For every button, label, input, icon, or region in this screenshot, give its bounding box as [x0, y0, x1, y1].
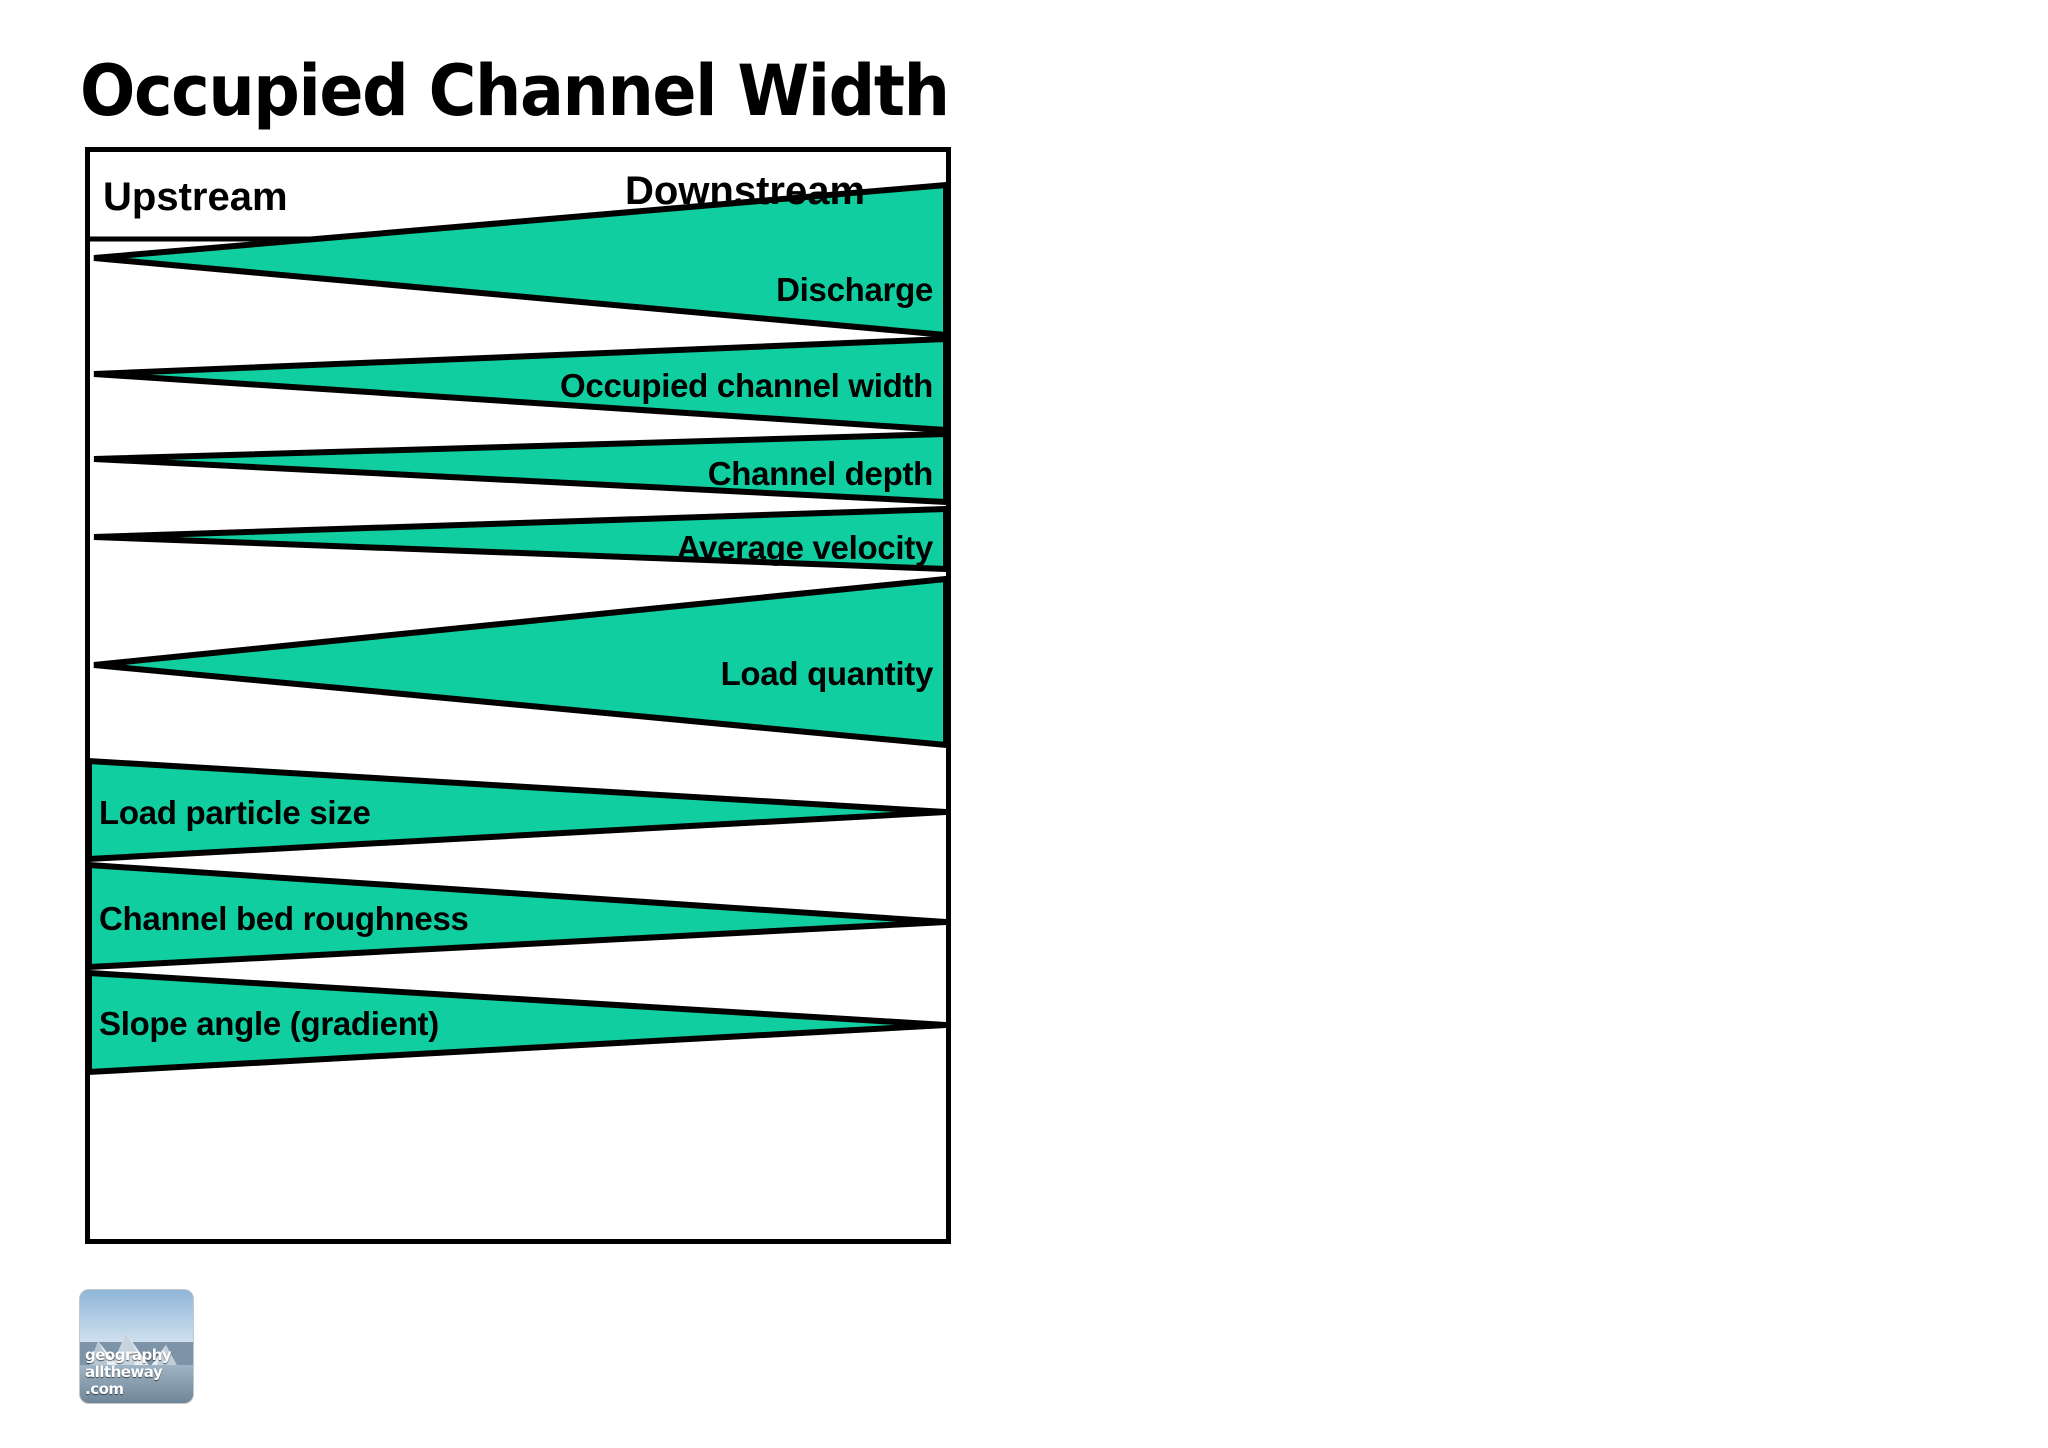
diagram-canvas	[85, 147, 951, 1244]
wedge-label-average-velocity: Average velocity	[676, 529, 934, 566]
wedge-slope-angle	[86, 969, 947, 1076]
header-label-downstream: Downstream	[625, 169, 866, 213]
header-label-upstream: Upstream	[103, 175, 288, 219]
wedge-label-channel-depth: Channel depth	[707, 455, 934, 492]
wedge-occupied-channel-width	[93, 335, 949, 434]
wedge-label-occupied-channel-width: Occupied channel width	[560, 367, 933, 404]
wedge-label-discharge: Discharge	[776, 271, 933, 308]
wedge-average-velocity	[93, 505, 949, 573]
wedge-label-load-particle-size: Load particle size	[99, 794, 371, 831]
wedge-load-particle-size	[86, 757, 947, 863]
wedge-label-slope-angle: Slope angle (gradient)	[99, 1005, 439, 1042]
logo-text-line-1: geography	[85, 1346, 172, 1364]
logo-foreground-shade	[80, 1364, 193, 1403]
wedge-channel-bed-roughness	[86, 861, 947, 971]
logo-text-line-3: .com	[85, 1380, 124, 1398]
logo-text-line-2: alltheway	[85, 1363, 163, 1381]
logo-sky-background	[80, 1290, 193, 1342]
wedge-label-load-quantity: Load quantity	[720, 655, 934, 692]
geography-alltheway-logo[interactable]: geography alltheway .com	[80, 1290, 193, 1403]
wedge-channel-depth	[93, 430, 949, 506]
wedge-load-quantity	[93, 575, 949, 749]
wedge-discharge	[93, 181, 949, 339]
page-title: Occupied Channel Width	[80, 49, 950, 132]
wedge-label-channel-bed-roughness: Channel bed roughness	[99, 900, 469, 937]
bradshaw-model-diagram: Upstream Downstream Discharge Occupied c…	[85, 147, 951, 1244]
